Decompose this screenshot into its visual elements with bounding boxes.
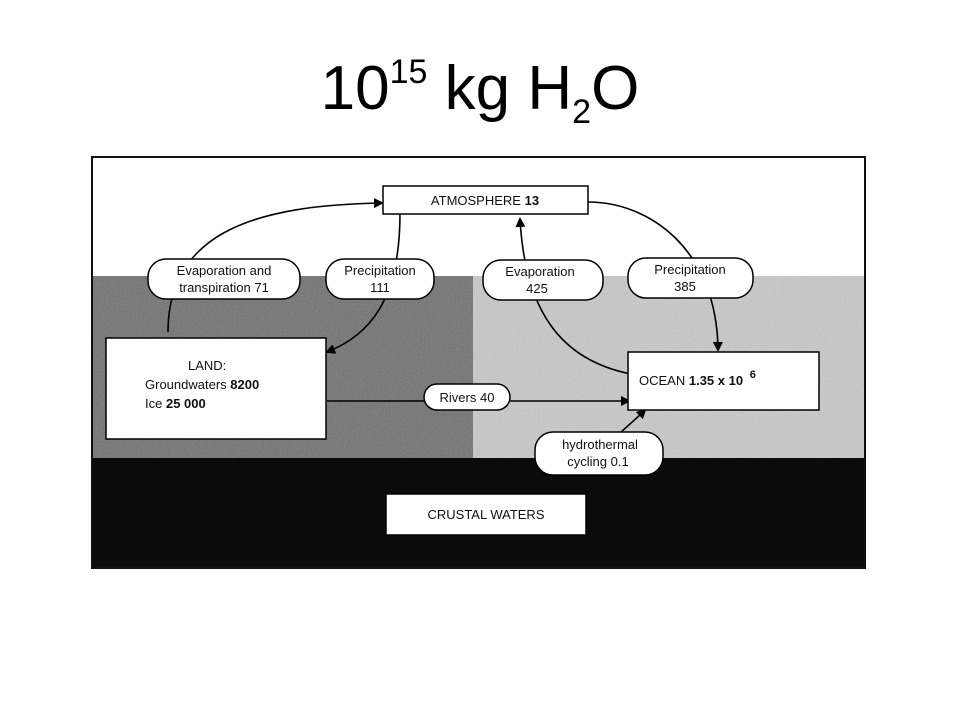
ocean-exponent: 6 <box>750 369 756 381</box>
svg-text:Groundwaters 8200: Groundwaters 8200 <box>145 377 259 392</box>
evap-ocean-line1: Evaporation <box>505 264 574 279</box>
evap-land-line2: transpiration 71 <box>179 280 269 295</box>
precipitation-ocean-label: Precipitation 385 <box>627 257 754 299</box>
precipitation-land-label: Precipitation 111 <box>325 258 435 300</box>
title-subscript: 2 <box>572 93 592 131</box>
precip-ocean-line1: Precipitation <box>654 262 726 277</box>
atmosphere-box: ATMOSPHERE 13 <box>382 185 589 215</box>
hydrothermal-line2: cycling 0.1 <box>567 454 628 469</box>
page-title: 1015 kg H2O <box>0 55 960 129</box>
svg-text:ATMOSPHERE 13: ATMOSPHERE 13 <box>431 193 539 208</box>
title-base: 10 <box>320 54 390 123</box>
ice-value: 25 000 <box>166 396 206 411</box>
crustal-waters-box: CRUSTAL WATERS <box>385 493 587 536</box>
evap-land-line1: Evaporation and <box>177 263 272 278</box>
rivers-text: Rivers 40 <box>440 390 495 405</box>
hydrothermal-line1: hydrothermal <box>562 437 638 452</box>
crustal-label: CRUSTAL WATERS <box>427 507 544 522</box>
groundwaters-label: Groundwaters <box>145 377 227 392</box>
land-box: LAND: Groundwaters 8200 Ice 25 000 <box>105 337 327 440</box>
svg-text:Ice 25 000: Ice 25 000 <box>145 396 206 411</box>
ice-label: Ice <box>145 396 162 411</box>
evap-ocean-line2: 425 <box>526 281 548 296</box>
title-unit: kg H <box>427 54 573 123</box>
ocean-value: 1.35 x 10 <box>689 373 743 388</box>
groundwaters-value: 8200 <box>230 377 259 392</box>
evaporation-ocean-label: Evaporation 425 <box>482 259 604 301</box>
land-heading: LAND: <box>188 358 226 373</box>
title-exponent: 15 <box>389 53 428 91</box>
atmosphere-label: ATMOSPHERE <box>431 193 521 208</box>
precip-ocean-line2: 385 <box>674 279 696 294</box>
precip-land-line1: Precipitation <box>344 263 416 278</box>
precip-land-line2: 111 <box>370 280 390 295</box>
diagram-frame <box>91 156 866 569</box>
precipitation-ocean-arrow <box>587 201 723 352</box>
precipitation-land-arrow <box>325 212 401 354</box>
evaporation-transpiration-label: Evaporation and transpiration 71 <box>147 258 301 300</box>
sky-zone <box>92 157 865 276</box>
svg-text:OCEAN 1.35 x 10 6: OCEAN 1.35 x 10 6 <box>639 369 756 388</box>
rivers-label: Rivers 40 <box>423 383 511 411</box>
hydrothermal-label: hydrothermal cycling 0.1 <box>534 431 664 476</box>
ocean-label: OCEAN <box>639 373 685 388</box>
atmosphere-value: 13 <box>525 193 539 208</box>
evaporation-ocean-arrow <box>515 217 632 375</box>
title-suffix: O <box>591 54 640 123</box>
ocean-box: OCEAN 1.35 x 10 6 <box>627 351 820 411</box>
